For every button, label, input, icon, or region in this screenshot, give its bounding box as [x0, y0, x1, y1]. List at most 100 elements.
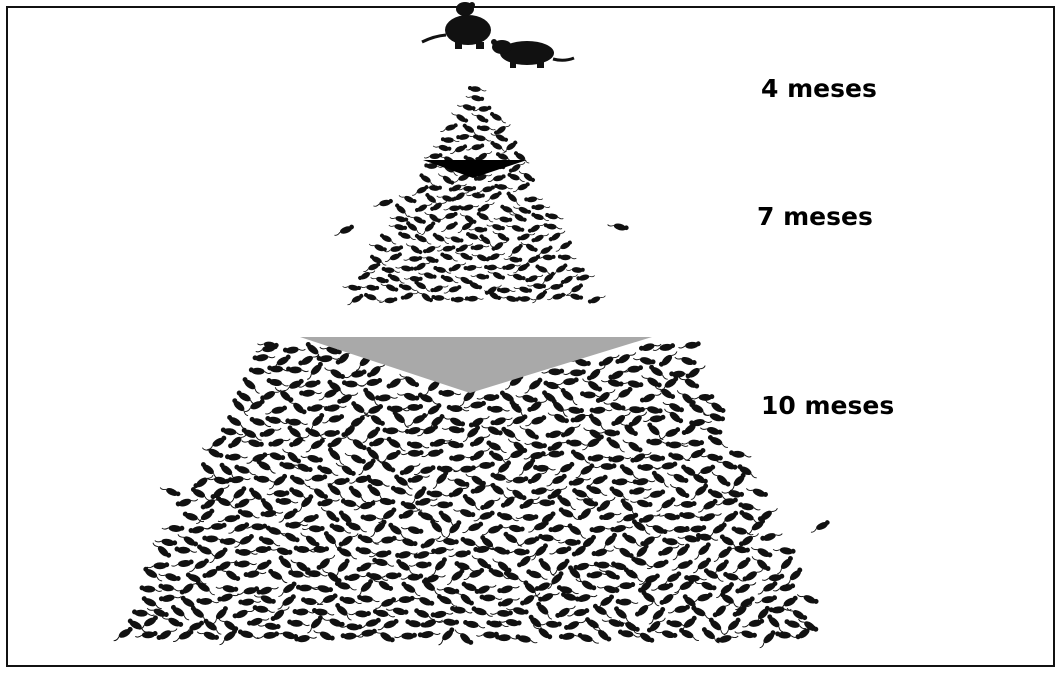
rat-icon: [609, 521, 634, 535]
rat-icon: [436, 170, 456, 188]
rat-icon: [476, 124, 496, 132]
rat-icon: [529, 288, 550, 305]
rat-icon: [470, 109, 490, 126]
rat-icon: [284, 519, 309, 530]
rat-icon: [560, 404, 585, 416]
rat-icon: [565, 521, 589, 541]
rat-icon: [504, 413, 530, 429]
rat-icon: [348, 399, 372, 420]
rat-icon: [264, 404, 289, 417]
rat-icon: [613, 348, 638, 367]
rat-icon: [311, 607, 336, 618]
rat-icon: [523, 194, 544, 204]
rat-icon: [462, 262, 483, 273]
rat-icon: [216, 627, 240, 648]
rat-icon: [669, 542, 693, 563]
rat-icon: [345, 292, 366, 307]
rat-icon: [526, 519, 551, 535]
rat-icon: [546, 292, 567, 302]
rat-icon: [394, 533, 419, 550]
rat-icon: [345, 432, 369, 454]
rat-icon: [286, 618, 311, 628]
rat-icon: [632, 353, 657, 368]
rat-icon: [638, 388, 663, 406]
rat-icon: [557, 254, 577, 261]
rat-icon: [404, 240, 424, 257]
rat-icon: [397, 191, 418, 206]
rat-icon: [251, 351, 276, 363]
rat-icon: [239, 375, 263, 396]
rat-icon: [511, 261, 532, 276]
rat-icon: [733, 626, 758, 641]
rat-icon: [187, 522, 212, 536]
rat-icon: [386, 405, 410, 413]
rat-icon: [408, 560, 433, 570]
rat-icon: [234, 548, 259, 557]
rat-icon: [437, 388, 462, 398]
rat-icon: [356, 533, 381, 547]
rat-icon: [416, 509, 441, 525]
rat-icon: [741, 617, 766, 630]
rat-icon: [413, 199, 434, 215]
rat-icon: [448, 451, 473, 464]
rat-icon: [499, 292, 520, 304]
rat-icon: [412, 279, 433, 294]
rat-icon: [559, 420, 583, 441]
rat-icon: [628, 483, 653, 498]
rat-icon: [282, 344, 307, 356]
rat-icon: [375, 505, 399, 526]
rat-icon: [468, 225, 488, 234]
rat-icon: [264, 415, 289, 427]
rat-icon: [393, 631, 418, 641]
rat-icon: [236, 628, 261, 642]
rat-icon: [538, 619, 563, 630]
rat-icon: [772, 544, 797, 557]
rat-icon: [558, 386, 581, 408]
rat-icon: [432, 142, 453, 154]
rat-icon: [516, 295, 537, 303]
rat-icon: [553, 239, 574, 254]
rat-icon: [516, 535, 541, 548]
rat-icon: [761, 573, 786, 583]
rat-icon: [145, 603, 170, 621]
rat-icon: [462, 400, 487, 411]
rat-icon: [607, 485, 632, 503]
rat-icon: [782, 566, 806, 587]
rat-icon: [544, 212, 565, 221]
rat-icon: [650, 581, 675, 593]
rat-icon: [442, 284, 463, 296]
rat-icon: [274, 592, 299, 612]
rat-icon: [242, 567, 267, 580]
rat-icon: [621, 566, 646, 585]
rat-icon: [504, 190, 523, 208]
rat-icon: [467, 85, 487, 93]
rat-icon: [353, 577, 376, 599]
rat-icon: [667, 451, 692, 464]
rat-icon: [251, 604, 276, 615]
rat-icon: [429, 281, 450, 295]
rat-icon: [562, 368, 587, 377]
rat-icon: [387, 221, 408, 233]
rat-icon: [359, 282, 380, 293]
rat-icon: [579, 390, 603, 400]
rat-icon: [607, 452, 632, 465]
rat-icon: [438, 211, 459, 222]
rat-icon: [233, 558, 258, 569]
rat-icon: [396, 388, 421, 404]
rat-icon: [174, 494, 199, 510]
rat-icon: [563, 290, 584, 302]
rat-icon: [368, 240, 388, 254]
rat-icon: [333, 580, 358, 593]
rat-icon: [421, 241, 442, 256]
rat-icon: [502, 447, 528, 463]
rat-icon: [465, 142, 486, 153]
rat-icon: [204, 434, 229, 453]
black-wedge: [423, 160, 527, 178]
rat-icon: [497, 389, 522, 408]
rat-icon: [610, 476, 635, 487]
rat-icon: [642, 488, 667, 501]
rat-icon: [429, 500, 454, 510]
rat-icon: [394, 263, 415, 273]
rat-icon: [554, 493, 579, 513]
rat-icon: [730, 525, 755, 538]
